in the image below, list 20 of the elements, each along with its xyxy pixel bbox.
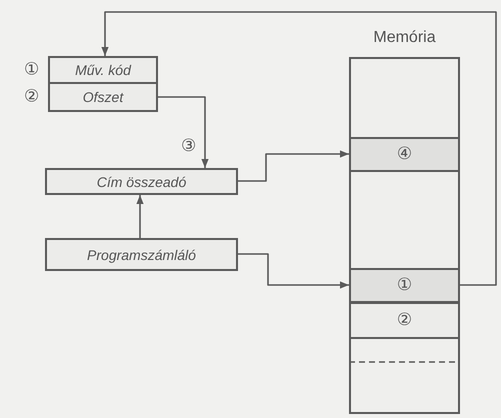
arrow — [101, 11, 497, 286]
arrow — [158, 96, 209, 168]
memory-cell — [349, 137, 460, 172]
process-box — [45, 238, 238, 271]
callout-number: ② — [24, 88, 40, 106]
callout-number: ① — [24, 62, 40, 78]
callout-number: ④ — [396, 146, 412, 163]
memory-cell — [349, 302, 460, 339]
process-box — [45, 168, 238, 195]
arrow — [136, 195, 144, 238]
box-label: Ofszet — [82, 89, 124, 105]
column-heading: Memória — [372, 29, 437, 47]
callout-number: ① — [396, 277, 412, 294]
arrow — [238, 150, 349, 182]
memory-cell — [349, 268, 460, 303]
box-label: Cím összeadó — [96, 174, 186, 190]
callout-number: ② — [396, 312, 412, 329]
box-label: Műv. kód — [75, 62, 131, 78]
box-label: Programszámláló — [87, 246, 196, 262]
arrow — [238, 253, 349, 289]
